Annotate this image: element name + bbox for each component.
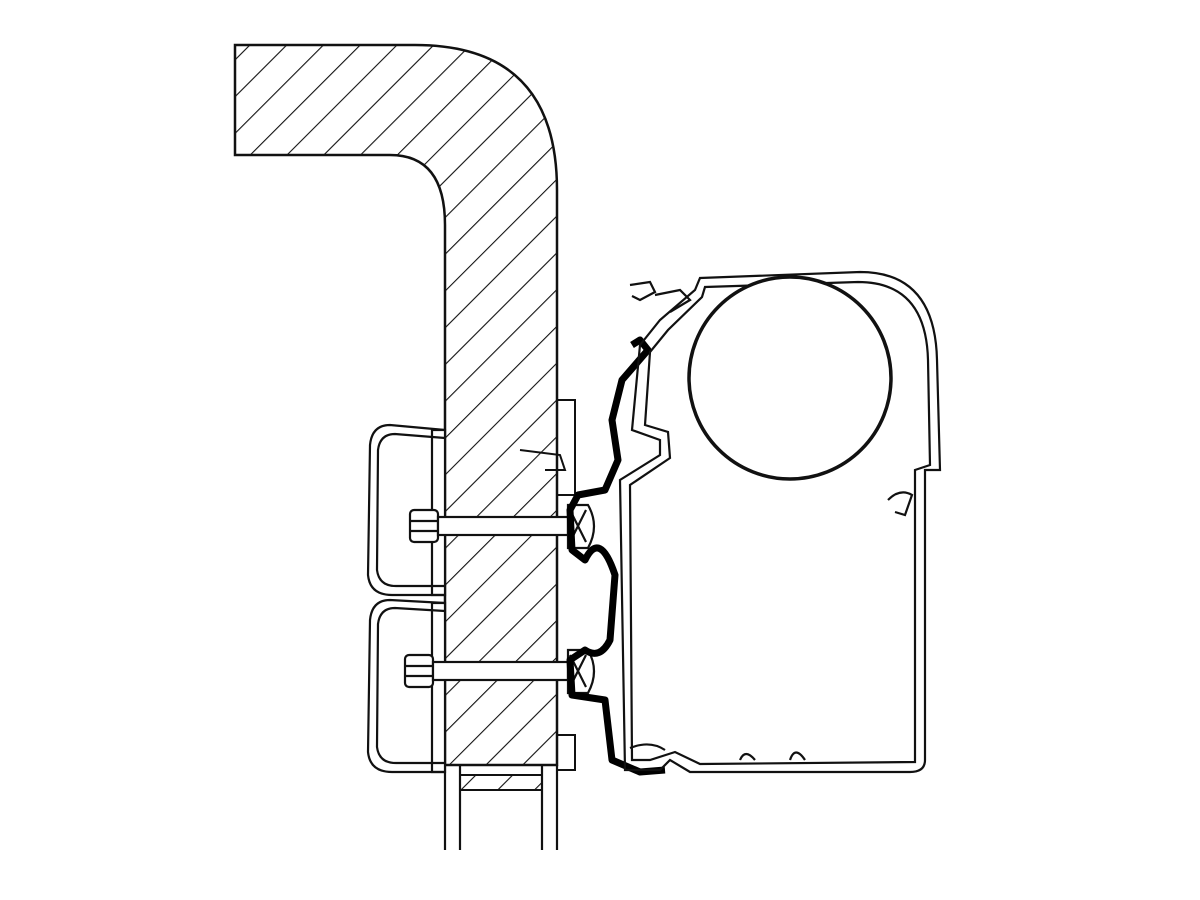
wall-section [233, 43, 559, 850]
adapter-rail [566, 336, 666, 776]
wall-clip [519, 399, 576, 771]
awning-casing [618, 270, 942, 774]
awning-roller [687, 275, 893, 481]
